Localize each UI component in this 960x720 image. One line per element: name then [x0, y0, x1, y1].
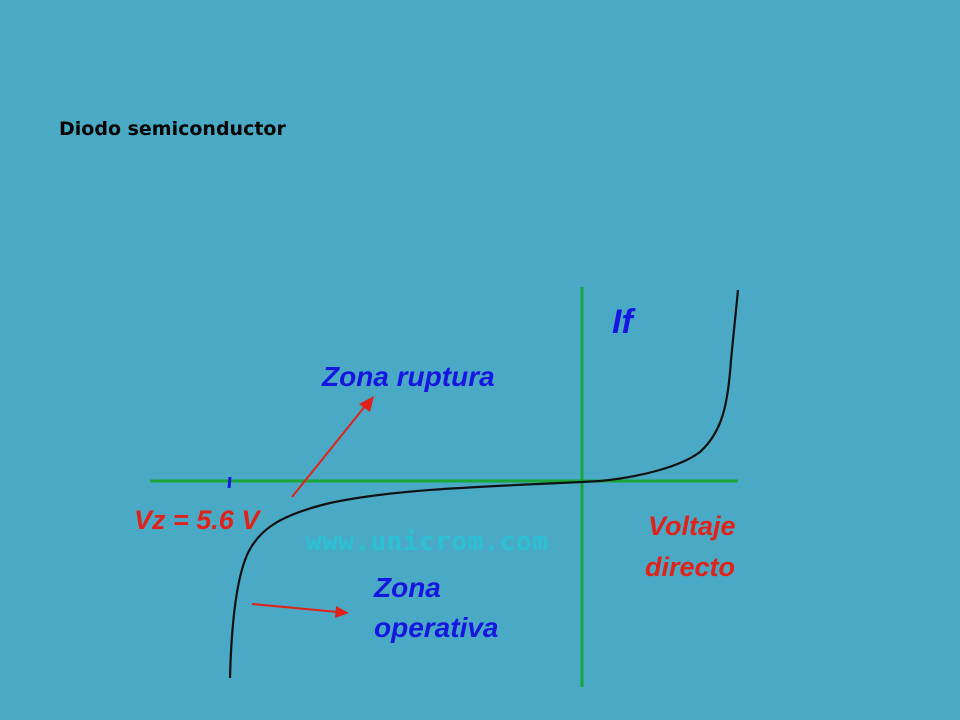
- operating-zone-label-line1: Zona: [373, 572, 441, 603]
- zener-voltage-label: Vz = 5.6 V: [134, 505, 261, 535]
- forward-voltage-label-line2: directo: [645, 552, 735, 582]
- operating-zone-label-line2: operativa: [374, 612, 499, 643]
- arrow-breakdown-zone: [291, 404, 367, 498]
- watermark: www.unicrom.com: [306, 527, 548, 557]
- slide-title: Diodo semiconductor: [59, 118, 286, 140]
- arrow-breakdown-zone-head: [359, 396, 374, 412]
- vz-tick-mark: [227, 476, 232, 489]
- iv-curve: [228, 289, 740, 679]
- forward-voltage-label-line1: Voltaje: [648, 511, 736, 541]
- current-axis-label: If: [612, 303, 636, 341]
- arrow-operating-zone: [251, 603, 339, 613]
- breakdown-zone-label: Zona ruptura: [321, 361, 495, 392]
- arrow-operating-zone-head: [335, 606, 349, 618]
